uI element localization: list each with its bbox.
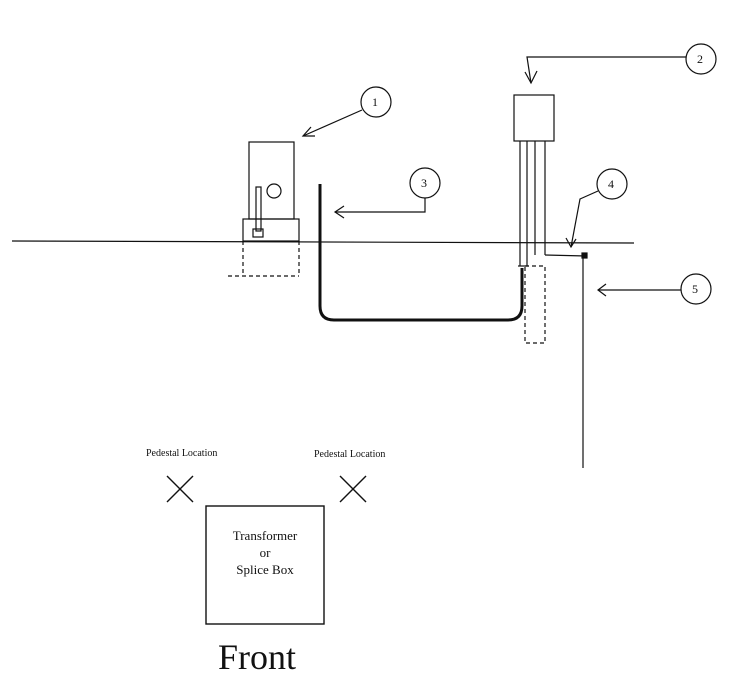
leader-3-arrow bbox=[333, 198, 426, 219]
pedestal-location-label: Pedestal Location bbox=[314, 449, 386, 460]
callout-2-circle bbox=[685, 43, 717, 75]
riser-assembly bbox=[513, 94, 587, 344]
pedestal-location-x-marker bbox=[339, 475, 367, 503]
pedestal-location-x-marker bbox=[166, 475, 194, 503]
leader-2-arrow bbox=[524, 56, 686, 85]
callout-2-label: 2 bbox=[697, 52, 703, 66]
box-line-splice-box: Splice Box bbox=[236, 562, 294, 577]
box-line-or: or bbox=[259, 545, 271, 560]
callout-1-circle bbox=[360, 86, 392, 118]
callout-3-label: 3 bbox=[421, 176, 427, 190]
meter-pedestal bbox=[228, 141, 300, 277]
leader-1-arrow bbox=[301, 109, 363, 137]
front-label: Front bbox=[218, 637, 297, 677]
leader-4-arrow bbox=[565, 190, 599, 249]
pedestal-location-label: Pedestal Location bbox=[146, 448, 218, 459]
callout-1-label: 1 bbox=[372, 95, 378, 109]
callout-4-circle bbox=[596, 168, 628, 200]
ground-line bbox=[11, 240, 635, 244]
transformer-box-label: Transformer or Splice Box bbox=[206, 527, 324, 578]
conduit-path bbox=[318, 184, 524, 322]
callout-4-label: 4 bbox=[608, 177, 614, 191]
ground-rod bbox=[581, 252, 588, 468]
leader-5-arrow bbox=[597, 283, 681, 297]
callout-5-circle bbox=[680, 273, 712, 305]
callout-5-label: 5 bbox=[692, 282, 698, 296]
box-line-transformer: Transformer bbox=[232, 528, 298, 543]
transformer-box bbox=[205, 505, 325, 625]
